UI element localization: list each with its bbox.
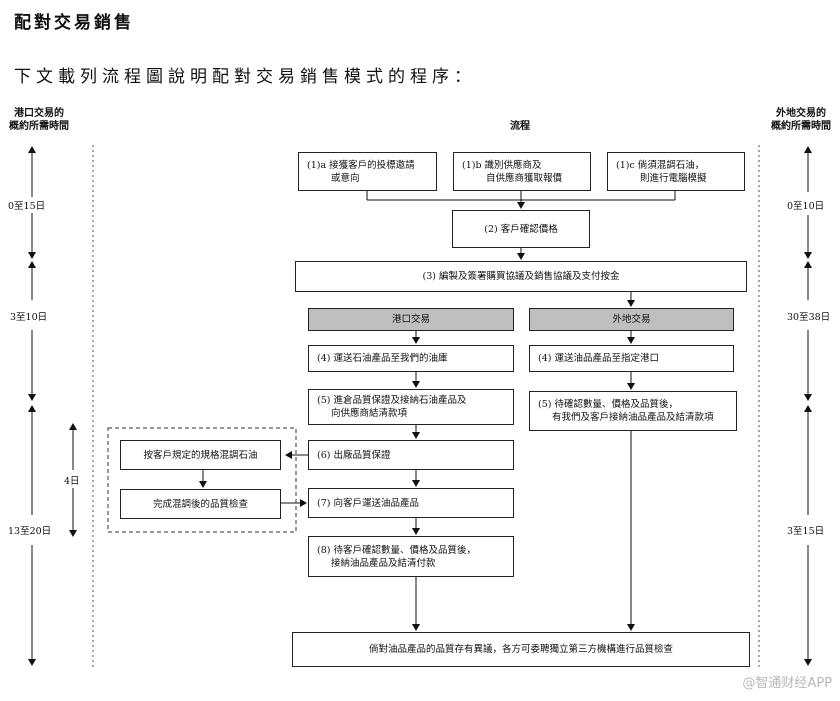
port-step-5-line-1: (5) 進倉品質保證及接納石油產品及	[317, 395, 467, 406]
step-1a-line-1: (1)a 接獲客戶的投標邀請	[307, 159, 415, 171]
step-1b-line-1: (1)b 識別供應商及	[462, 159, 542, 171]
port-step-5-line-2: 向供應商結清款項	[331, 408, 408, 419]
right-time-label-2: 30至38日	[787, 308, 831, 324]
right-column-header: 外地交易的 概約所需時間	[766, 107, 836, 133]
step-1b-line-2: 自供應商獲取報價	[486, 172, 563, 184]
left-time-label-4: 13至20日	[8, 522, 52, 538]
right-header-line-2: 概約所需時間	[771, 121, 831, 132]
step-1b-box: (1)b 識別供應商及自供應商獲取報價	[453, 152, 591, 191]
left-time-label-3: 4日	[64, 472, 80, 488]
flow-arrows	[199, 191, 676, 631]
step-2-box: (2) 客戶確認價格	[452, 210, 590, 248]
left-column-header: 港口交易的 概約所需時間	[4, 107, 74, 133]
right-time-label-3: 3至15日	[787, 522, 825, 538]
right-time-label-1: 0至10日	[787, 197, 825, 213]
step-1a-box: (1)a 接獲客戶的投標邀請或意向	[298, 152, 437, 191]
left-time-label-1: 0至15日	[8, 197, 46, 213]
step-1c-line-1: (1)c 倘須混調石油，	[616, 159, 705, 171]
page-title: 配對交易銷售	[14, 13, 134, 33]
port-step-8-line-2: 接納油品產品及結清付款	[331, 557, 436, 569]
blending-group-outline	[107, 427, 297, 533]
left-time-label-2: 3至10日	[10, 308, 48, 324]
port-step-8-box: (8) 待客戶確認數量、價格及品質後，接納油品產品及結清付款	[308, 536, 514, 577]
foreign-step-5-box: (5) 待確認數量、價格及品質後， 有我們及客戶接納油品產品及結清款項	[529, 391, 737, 431]
port-step-7-box: (7) 向客戶運送油品產品	[308, 488, 514, 518]
foreign-trade-header: 外地交易	[529, 308, 734, 331]
foreign-step-5-line-1: (5) 待確認數量、價格及品質後，	[538, 399, 678, 410]
port-step-6-box: (6) 出廠品質保證	[308, 440, 514, 470]
step-3-box: (3) 編製及簽署購買協議及銷售協議及支付按金	[295, 261, 747, 292]
blend-quality-check-box: 完成混調後的品質檢查	[120, 489, 281, 519]
port-trade-header: 港口交易	[308, 308, 514, 331]
page-subtitle: 下文載列流程圖說明配對交易銷售模式的程序：	[14, 67, 476, 87]
foreign-step-4-box: (4) 運送油品產品至指定港口	[529, 345, 734, 372]
step-1a-line-2: 或意向	[331, 172, 360, 184]
port-step-4-box: (4) 運送石油產品至我們的油庫	[308, 345, 514, 372]
step-1c-line-2: 則進行電腦模擬	[640, 172, 707, 184]
watermark-text: @智通财经APP	[742, 676, 832, 691]
middle-column-header: 流程	[510, 121, 530, 132]
blend-oil-box: 按客戶規定的規格混調石油	[120, 440, 281, 470]
final-dispute-box: 倘對油品產品的品質存有異議，各方可委聘獨立第三方機構進行品質檢查	[292, 632, 750, 667]
port-step-8-line-1: (8) 待客戶確認數量、價格及品質後，	[317, 544, 476, 556]
right-header-line-1: 外地交易的	[776, 108, 826, 119]
foreign-step-5-line-2: 有我們及客戶接納油品產品及結清款項	[552, 412, 714, 423]
step-1c-box: (1)c 倘須混調石油，則進行電腦模擬	[607, 152, 745, 191]
left-timeline	[28, 146, 77, 666]
port-step-5-box: (5) 進倉品質保證及接納石油產品及向供應商結清款項	[308, 389, 514, 425]
left-header-line-2: 概約所需時間	[9, 121, 69, 132]
left-header-line-1: 港口交易的	[14, 108, 64, 119]
